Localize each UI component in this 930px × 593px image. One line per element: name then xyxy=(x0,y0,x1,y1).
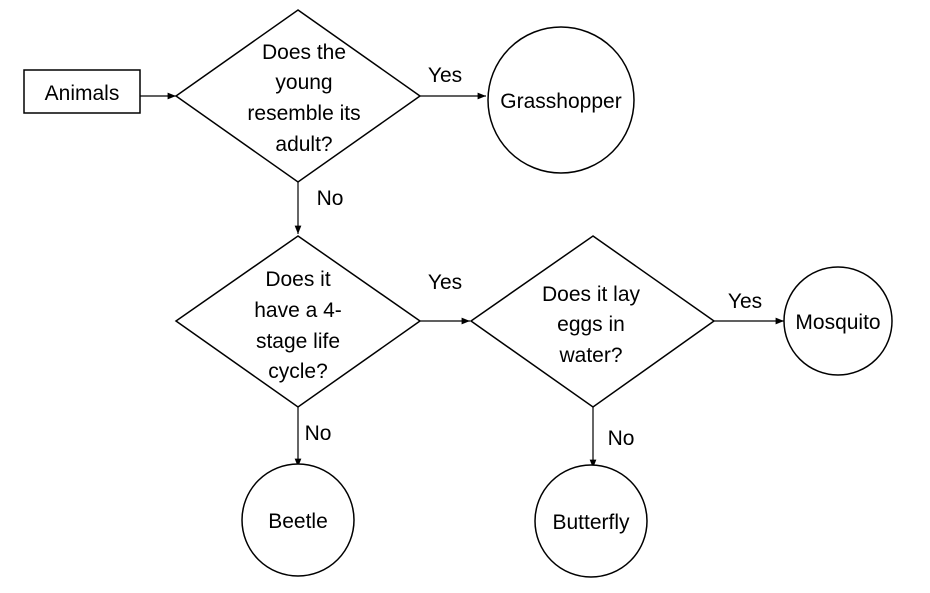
outcome-butterfly xyxy=(534,464,648,578)
decision-1-line-3: resemble its xyxy=(247,102,360,125)
edge-label-q2-no: No xyxy=(305,422,332,445)
decision-young-resemble-adult xyxy=(174,9,422,183)
decision-2-line-3: stage life xyxy=(256,330,340,353)
decision-3-line-3: water? xyxy=(558,344,622,367)
decision-1-line-2: young xyxy=(275,71,332,94)
outcome-grasshopper-label: Grasshopper xyxy=(500,90,621,113)
outcome-beetle xyxy=(241,463,355,577)
edge-label-q1-no: No xyxy=(317,187,344,210)
outcome-grasshopper xyxy=(487,26,635,174)
decision-2-line-4: cycle? xyxy=(268,360,328,383)
edge-label-q2-yes: Yes xyxy=(428,271,462,294)
decision-2-line-1: Does it xyxy=(265,268,331,291)
edge-label-q3-no: No xyxy=(608,427,635,450)
edge-label-q3-yes: Yes xyxy=(728,290,762,313)
outcome-butterfly-label: Butterfly xyxy=(552,511,630,534)
decision-1-line-1: Does the xyxy=(262,41,346,64)
outcome-beetle-label: Beetle xyxy=(268,510,328,533)
decision-3-line-2: eggs in xyxy=(557,313,625,336)
start-node-label: Animals xyxy=(45,82,120,105)
decision-1-line-4: adult? xyxy=(275,133,332,156)
outcome-mosquito-label: Mosquito xyxy=(795,311,880,334)
outcome-mosquito xyxy=(783,266,893,376)
decision-lay-eggs-in-water xyxy=(469,235,716,408)
start-node xyxy=(23,69,141,114)
edge-label-q1-yes: Yes xyxy=(428,64,462,87)
decision-four-stage-life-cycle xyxy=(174,235,422,408)
decision-2-line-2: have a 4- xyxy=(254,299,342,322)
decision-3-line-1: Does it lay xyxy=(542,283,641,306)
